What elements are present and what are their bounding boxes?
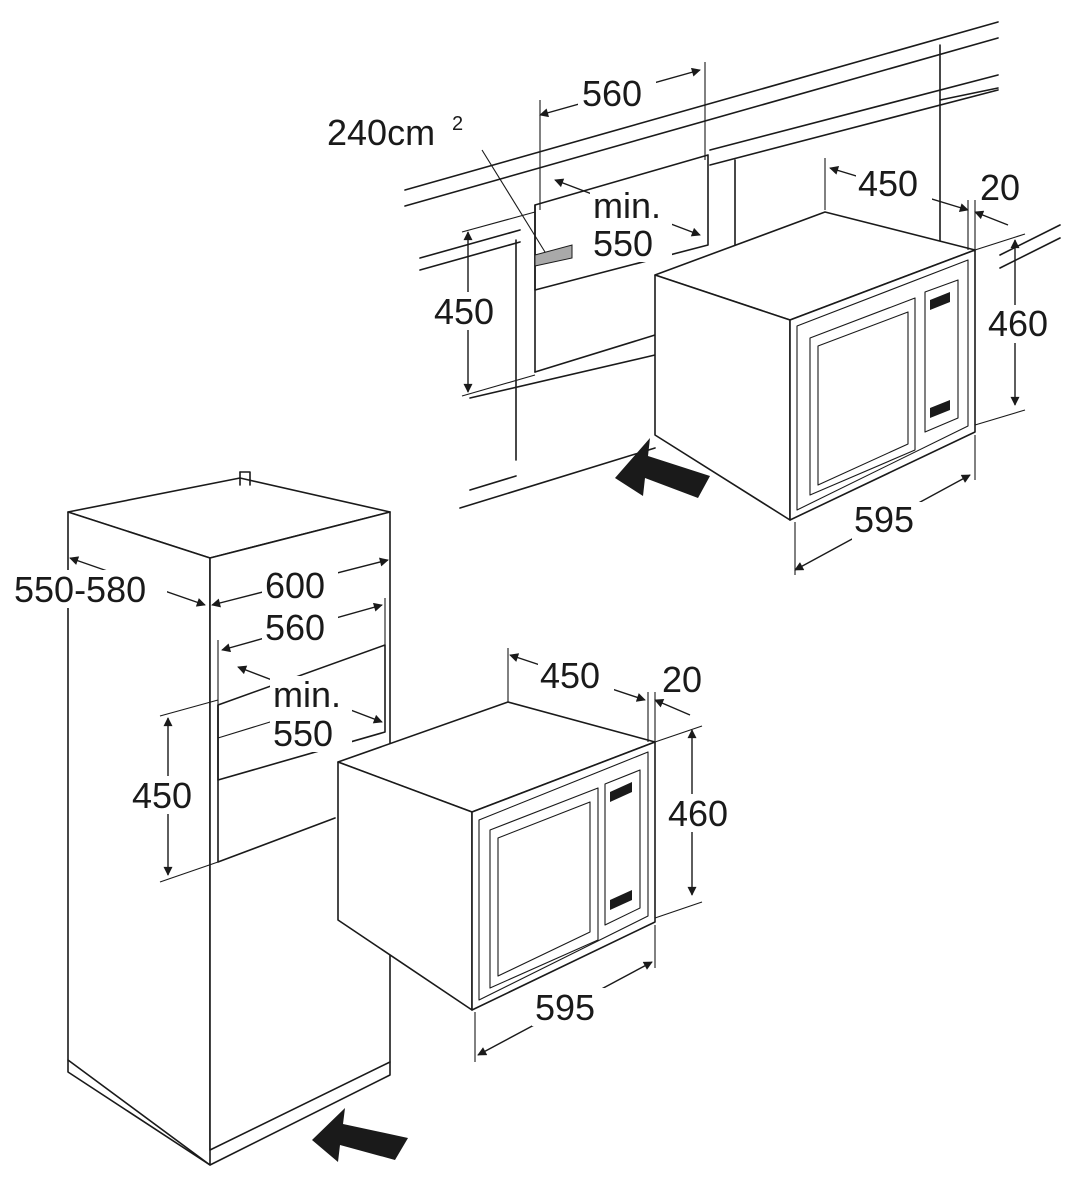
appliance-width-label: 595	[854, 499, 914, 540]
frame-depth-label: 20	[662, 659, 702, 700]
insert-direction-arrow	[615, 438, 710, 498]
appliance-height-label: 460	[668, 793, 728, 834]
frame-depth-label: 20	[980, 167, 1020, 208]
appliance-width-label: 595	[535, 987, 595, 1028]
microwave-bottom	[337, 701, 656, 1011]
microwave-top	[654, 211, 976, 521]
vent-area	[534, 244, 573, 267]
min-depth-label-line2: 550	[593, 223, 653, 264]
wall-cabinet-installation: 560 240cm 2 min. 550 450 450 20 460 595	[327, 21, 1062, 575]
control-panel-indicator	[610, 890, 632, 910]
control-panel-indicator	[930, 292, 950, 310]
cabinet-width-label: 600	[265, 565, 325, 606]
appliance-height-label: 460	[988, 303, 1048, 344]
vent-area-label: 240cm	[327, 112, 435, 153]
tall-cabinet-installation: 550-580 600 560 min. 550 450 450 20 460 …	[12, 471, 740, 1166]
wall-cabinet-rails	[404, 21, 1061, 509]
appliance-depth-label: 450	[858, 163, 918, 204]
niche-width-label: 560	[265, 607, 325, 648]
min-depth-label-line1: min.	[593, 185, 661, 226]
niche-opening	[481, 149, 709, 373]
min-depth-label-line1: min.	[273, 674, 341, 715]
control-panel-indicator	[610, 782, 632, 802]
appliance-depth-label: 450	[540, 655, 600, 696]
niche-width-label: 560	[582, 73, 642, 114]
min-depth-label-line2: 550	[273, 713, 333, 754]
insert-direction-arrow	[312, 1108, 408, 1162]
niche-height-label: 450	[132, 775, 192, 816]
control-panel-indicator	[930, 400, 950, 418]
vent-area-superscript: 2	[452, 113, 463, 135]
niche-height-label: 450	[434, 291, 494, 332]
cabinet-depth-label: 550-580	[14, 569, 146, 610]
